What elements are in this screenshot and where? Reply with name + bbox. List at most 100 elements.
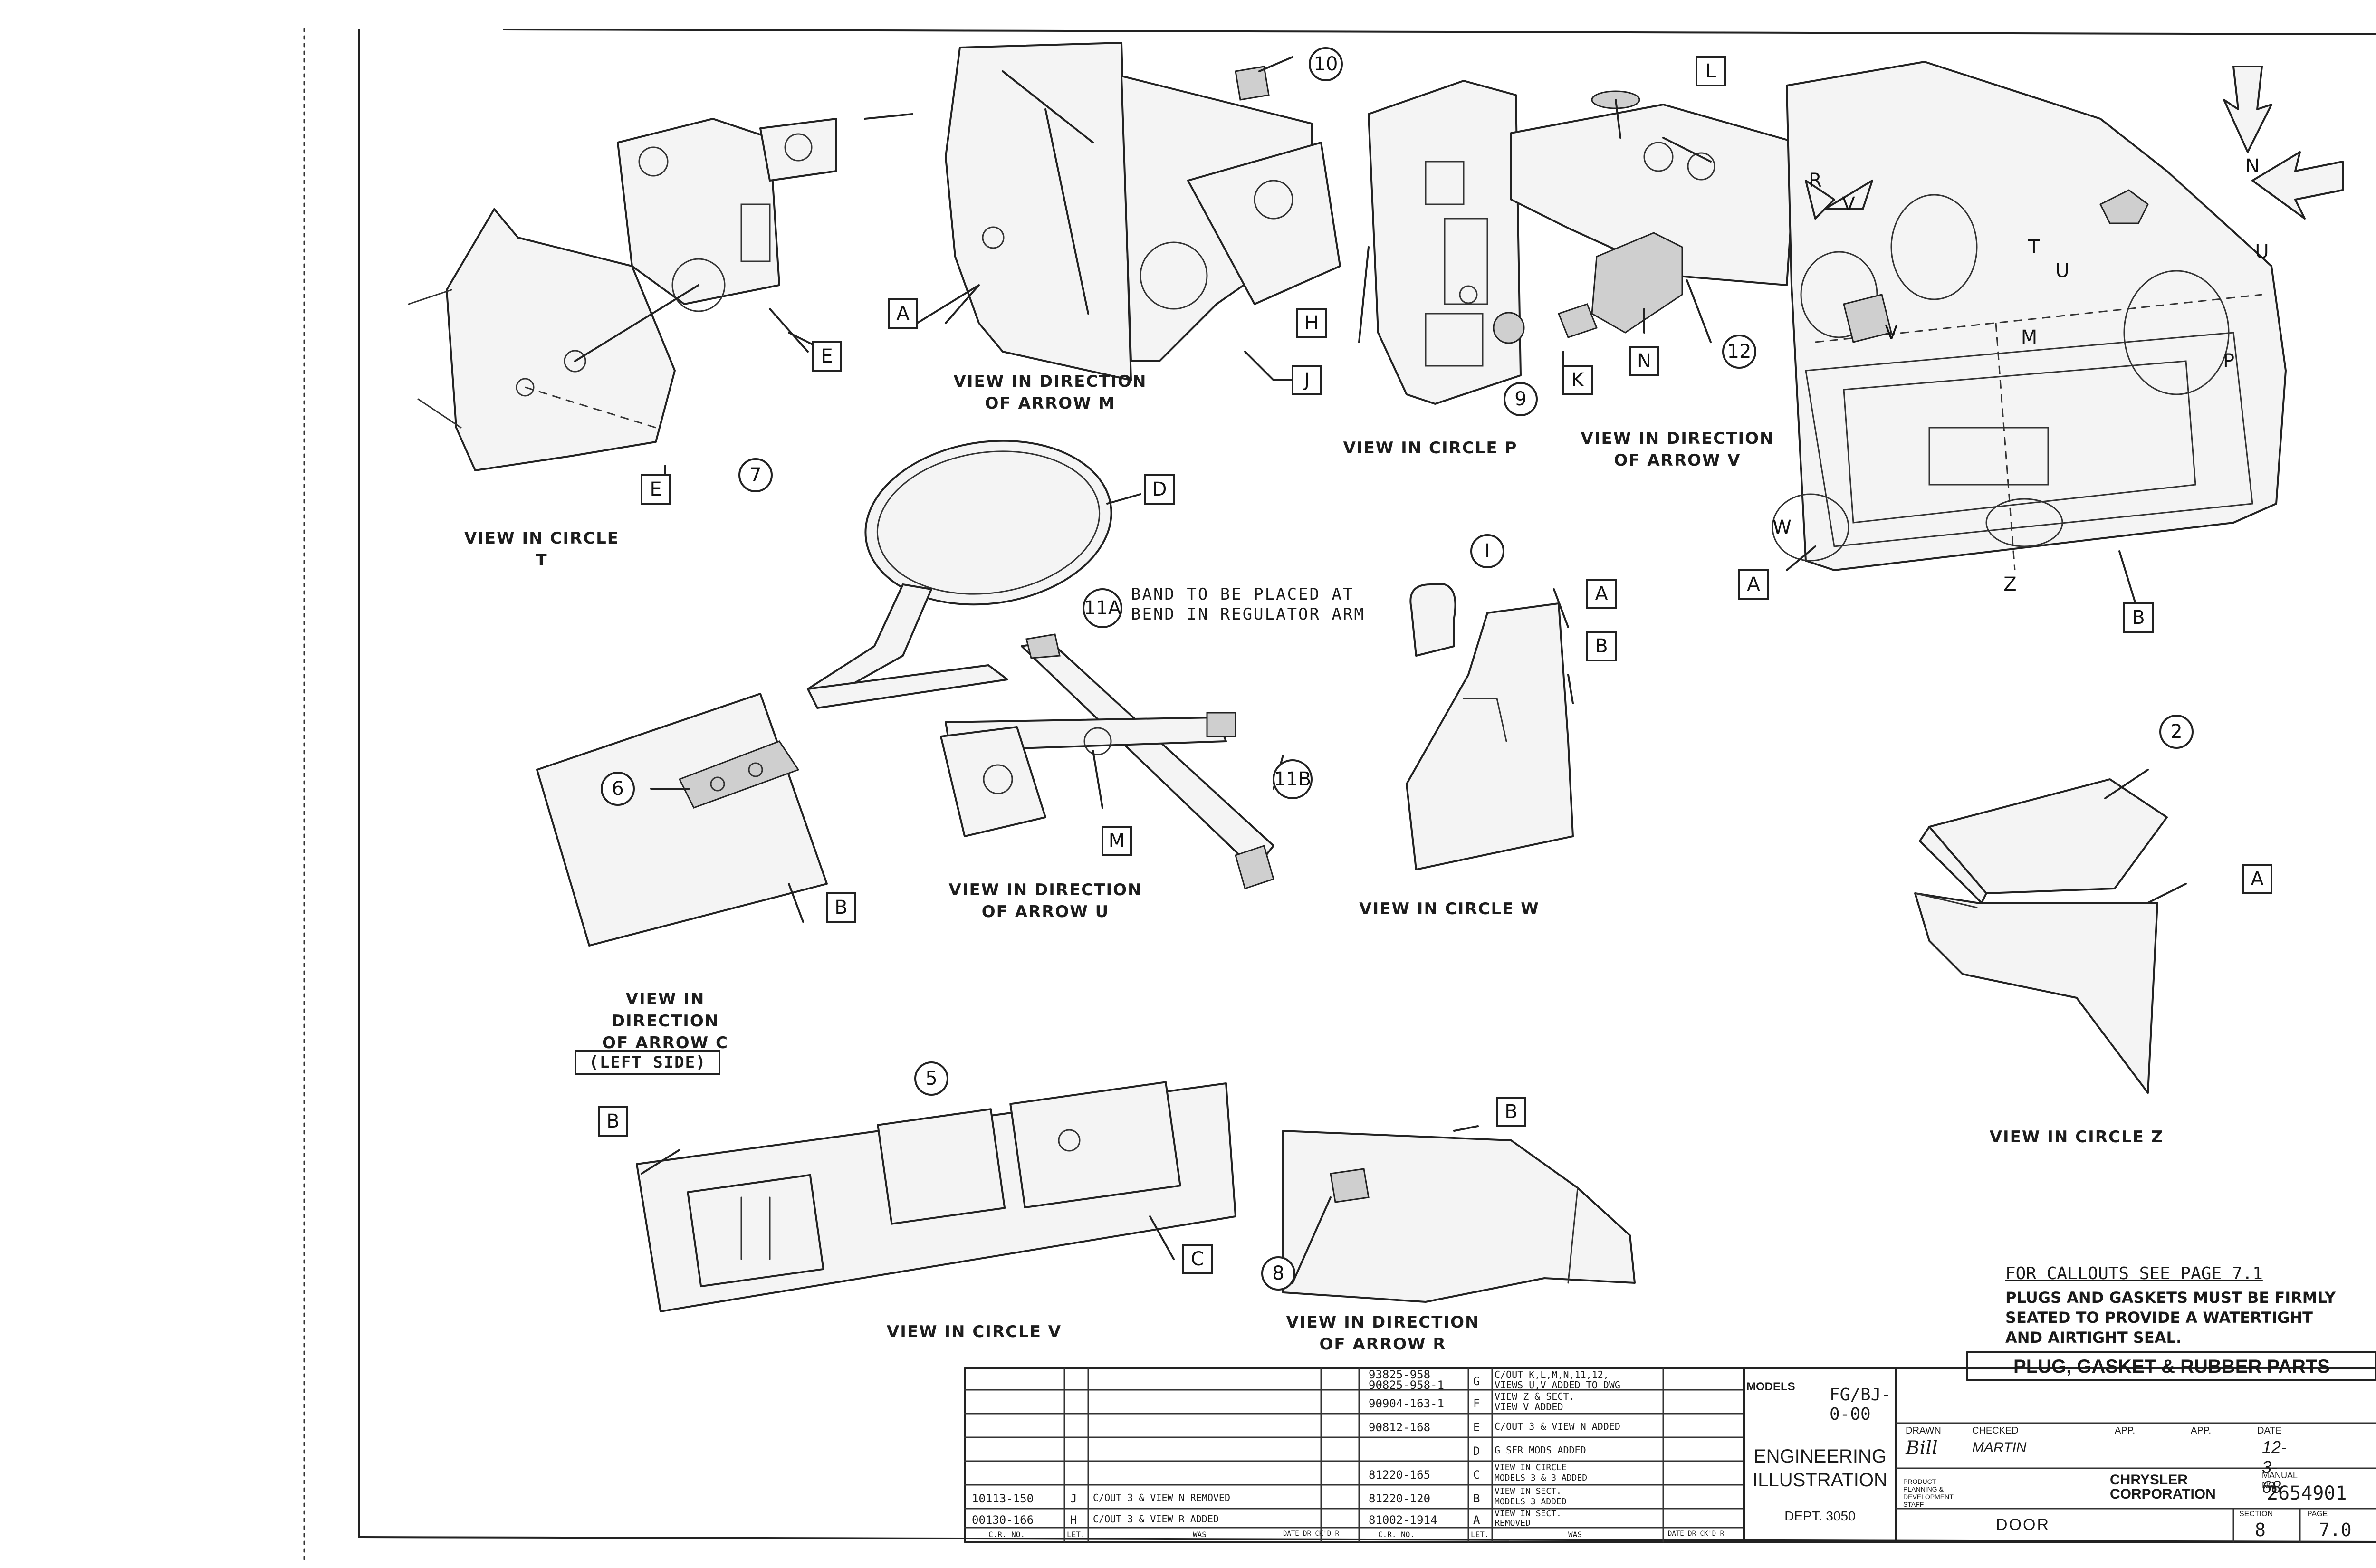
- drawn-label: DRAWN: [1906, 1425, 1941, 1436]
- callout-box-D: D: [1144, 474, 1175, 505]
- callout-box-A-2: A: [1738, 569, 1769, 600]
- callout-circle-5: 5: [914, 1061, 948, 1096]
- callout-box-E: E: [641, 474, 671, 505]
- svg-text:A: A: [896, 303, 910, 325]
- door-label-R: R: [1809, 170, 1822, 191]
- svg-text:10: 10: [1314, 53, 1338, 75]
- view-label-left-side: (LEFT SIDE): [575, 1050, 720, 1075]
- rev-header-cr-1: C.R. NO.: [988, 1530, 1025, 1539]
- door-overview-drawing: [1772, 61, 2344, 571]
- section-value: 8: [2255, 1520, 2266, 1540]
- svg-text:B: B: [2132, 607, 2145, 629]
- door-label-U-2: U: [2255, 241, 2269, 263]
- rev-row-a: 81002-1914: [1369, 1513, 1437, 1527]
- rev-row-f-was: VIEW Z & SECT. VIEW V ADDED: [1495, 1391, 1575, 1413]
- rev-row-b-was: VIEW IN SECT. MODELS 3 ADDED: [1495, 1486, 1567, 1507]
- callout-circle-7: 7: [738, 458, 773, 492]
- svg-text:N: N: [1637, 350, 1651, 372]
- callout-box-J: J: [1292, 365, 1322, 395]
- callout-box-N: N: [1629, 346, 1659, 376]
- date-value: 12-3-68: [2262, 1437, 2287, 1497]
- callout-box-A-4: A: [2242, 864, 2272, 894]
- svg-text:9: 9: [1514, 388, 1526, 410]
- rev-row-f-let: F: [1473, 1397, 1480, 1410]
- callout-box-B-3: B: [826, 892, 856, 923]
- rev-row-j-was: C/OUT 3 & VIEW N REMOVED: [1093, 1492, 1230, 1503]
- rev-header-date-2: DATE DR CK'D R: [1668, 1530, 1725, 1538]
- rev-row-b: 81220-120: [1369, 1492, 1431, 1505]
- svg-text:8: 8: [1272, 1262, 1284, 1284]
- callout-circle-9: 9: [1504, 382, 1538, 416]
- svg-text:2: 2: [2170, 721, 2182, 743]
- rev-row-c-let: C: [1473, 1468, 1480, 1482]
- view-label-arrow-r: VIEW IN DIRECTION OF ARROW R: [1286, 1313, 1480, 1354]
- svg-text:11B: 11B: [1274, 768, 1311, 790]
- door-label-P: P: [2223, 350, 2234, 372]
- callout-box-K: K: [1562, 365, 1593, 395]
- section-label: SECTION: [2239, 1510, 2273, 1518]
- rev-row-f: 90904-163-1: [1369, 1397, 1444, 1410]
- svg-text:11A: 11A: [1084, 597, 1121, 619]
- rev-row-c-was: VIEW IN CIRCLE MODELS 3 & 3 ADDED: [1495, 1463, 1588, 1483]
- svg-text:J: J: [1303, 369, 1310, 391]
- callout-box-B-5: B: [1496, 1097, 1526, 1127]
- app-label-2: APP.: [2191, 1425, 2211, 1436]
- view-label-circle-t: VIEW IN CIRCLE T: [464, 529, 620, 570]
- rev-row-h-was: C/OUT 3 & VIEW R ADDED: [1093, 1513, 1219, 1525]
- rev-header-was-2: WAS: [1568, 1530, 1582, 1539]
- app-label-1: APP.: [2115, 1425, 2135, 1436]
- view-arrow-r-drawing: [1282, 1130, 1636, 1303]
- rev-row-e-was: C/OUT 3 & VIEW N ADDED: [1495, 1421, 1620, 1432]
- view-arrow-m-drawing: [945, 42, 1341, 381]
- view-circle-t-drawing: [408, 118, 837, 471]
- rev-row-e: 90812-168: [1369, 1421, 1431, 1434]
- drawn-by: Bill: [1906, 1437, 1938, 1459]
- dept: DEPT. 3050: [1784, 1509, 1856, 1523]
- view-arrow-v-drawing: [1510, 90, 1797, 338]
- rev-row-g-let: G: [1473, 1375, 1480, 1388]
- svg-text:5: 5: [925, 1068, 937, 1090]
- rev-row-j-let: J: [1070, 1492, 1077, 1505]
- rev-row-c: 81220-165: [1369, 1468, 1431, 1482]
- note-callouts-ref: FOR CALLOUTS SEE PAGE 7.1: [2005, 1264, 2263, 1283]
- callout-box-H: H: [1296, 308, 1327, 338]
- rev-row-d-let: D: [1473, 1444, 1480, 1458]
- callout-box-L: L: [1696, 56, 1726, 86]
- svg-text:B: B: [834, 897, 847, 918]
- rev-row-g-was: C/OUT K,L,M,N,11,12, VIEWS U,V ADDED TO …: [1495, 1369, 1620, 1391]
- svg-text:A: A: [2251, 868, 2264, 890]
- callout-circle-11B: 11B: [1273, 759, 1313, 799]
- callout-circle-10: 10: [1309, 47, 1343, 81]
- door-label-W: W: [1772, 516, 1792, 538]
- door-label-Z: Z: [2003, 574, 2016, 595]
- door-label-V-2: V: [1842, 193, 1855, 215]
- door-label-T: T: [2028, 236, 2040, 258]
- rev-row-h: 00130-166: [972, 1513, 1034, 1527]
- callout-circle-8: 8: [1261, 1256, 1295, 1291]
- rev-row-j: 10113-150: [972, 1492, 1034, 1505]
- rev-row-d-was: G SER MODS ADDED: [1495, 1444, 1586, 1456]
- callout-circle-12: 12: [1722, 335, 1756, 369]
- svg-text:E: E: [821, 345, 833, 367]
- rev-header-date-1: DATE DR CK'D R: [1283, 1530, 1340, 1538]
- svg-text:A: A: [1595, 583, 1608, 605]
- rev-header-cr-2: C.R. NO.: [1378, 1530, 1415, 1539]
- callout-markers: A E E 7 10 H J 9 L K N 12 D A B I A B 11…: [598, 47, 2272, 1291]
- rev-row-g: 93825-958 90825-958-1: [1369, 1368, 1444, 1392]
- svg-text:B: B: [1504, 1101, 1517, 1123]
- checked-label: CHECKED: [1972, 1425, 2019, 1436]
- view-label-arrow-c: VIEW IN DIRECTION OF ARROW C: [602, 990, 728, 1052]
- page-label: PAGE: [2307, 1510, 2328, 1518]
- note-seal: PLUGS AND GASKETS MUST BE FIRMLY SEATED …: [2005, 1289, 2336, 1347]
- view-label-arrow-v: VIEW IN DIRECTION OF ARROW V: [1581, 429, 1774, 470]
- callout-box-B-1: B: [2123, 602, 2154, 633]
- models-value: FG/BJ-0-00: [1830, 1385, 1892, 1424]
- rev-row-a-was: VIEW IN SECT. REMOVED: [1495, 1509, 1562, 1528]
- page-value: 7.0: [2319, 1520, 2352, 1540]
- callout-circle-6: 6: [601, 772, 635, 806]
- callout-box-F: E: [812, 341, 842, 372]
- callout-box-A-1: A: [888, 298, 918, 329]
- rev-row-b-let: B: [1473, 1492, 1480, 1505]
- models-label: MODELS: [1746, 1380, 1795, 1393]
